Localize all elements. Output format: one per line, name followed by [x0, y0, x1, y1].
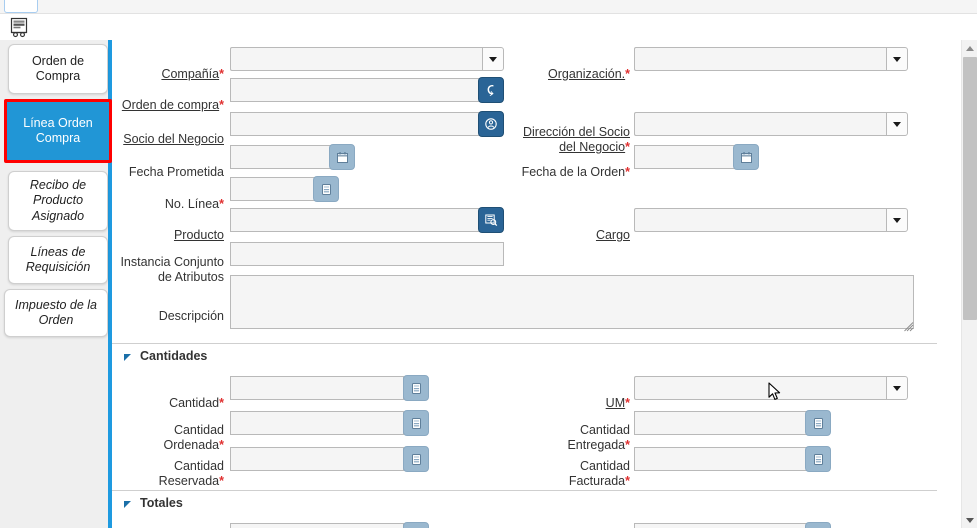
business-partner-icon[interactable] [478, 111, 504, 137]
socio-del-negocio-input[interactable] [230, 112, 482, 136]
sidebar-item-lineas-de-requisicion[interactable]: Líneas de Requisición [8, 236, 108, 284]
label-fecha-de-la-orden: Fecha de la Orden* [521, 165, 630, 179]
label-producto: Producto [173, 228, 224, 242]
calculator-icon[interactable] [805, 446, 831, 472]
label-cargo: Cargo [595, 228, 630, 242]
top-strip [0, 0, 977, 14]
totales-field-right-input[interactable] [634, 523, 808, 528]
calculator-icon[interactable] [313, 176, 339, 202]
calculator-icon[interactable] [805, 522, 831, 528]
product-search-icon[interactable] [478, 207, 504, 233]
label-cantidad: Cantidad* [169, 396, 224, 410]
purchase-order-document-icon[interactable] [9, 17, 30, 38]
label-instancia-conjunto-de-atributos: Instancia Conjunto de Atributos [120, 255, 224, 284]
vertical-scrollbar[interactable] [961, 40, 977, 528]
scroll-down-arrow-icon[interactable] [962, 512, 977, 528]
section-cantidades-title: Cantidades [140, 349, 208, 363]
cantidad-ordenada-input[interactable] [230, 411, 404, 435]
label-organizacion: Organización.* [548, 67, 630, 81]
cantidad-reservada-input[interactable] [230, 447, 404, 471]
no-linea-input[interactable] [230, 177, 315, 201]
sidebar-item-linea-orden-compra[interactable]: Línea Orden Compra [4, 99, 112, 163]
label-cantidad-ordenada: Cantidad Ordenada* [163, 423, 224, 452]
instancia-conjunto-de-atributos-input[interactable] [230, 242, 504, 266]
fecha-prometida-input[interactable] [230, 145, 342, 169]
label-cantidad-reservada: Cantidad Reservada* [158, 459, 224, 488]
compania-input[interactable] [230, 47, 482, 71]
chevron-down-icon[interactable] [482, 47, 504, 71]
calculator-icon[interactable] [403, 375, 429, 401]
toolbar [0, 14, 977, 40]
label-descripcion: Descripción [158, 309, 224, 323]
calculator-icon[interactable] [403, 446, 429, 472]
cantidad-facturada-input[interactable] [634, 447, 808, 471]
chevron-down-icon[interactable] [886, 208, 908, 232]
field-compania[interactable] [230, 47, 504, 71]
calculator-icon[interactable] [403, 410, 429, 436]
cantidad-entregada-input[interactable] [634, 411, 808, 435]
chevron-down-icon[interactable] [886, 112, 908, 136]
producto-input[interactable] [230, 208, 482, 232]
field-direccion-del-socio[interactable] [634, 112, 908, 136]
field-organizacion[interactable] [634, 47, 908, 71]
totales-field-left-input[interactable] [230, 523, 404, 528]
calendar-icon[interactable] [329, 144, 355, 170]
cantidad-input[interactable] [230, 376, 404, 400]
chevron-down-icon[interactable] [886, 47, 908, 71]
direccion-del-socio-input[interactable] [634, 112, 886, 136]
browser-tab-stub[interactable] [4, 0, 38, 13]
sidebar-item-impuesto-de-la-orden[interactable]: Impuesto de la Orden [4, 289, 108, 337]
label-compania: Compañía* [161, 67, 224, 81]
label-um: UM* [605, 396, 630, 410]
fecha-de-la-orden-input[interactable] [634, 145, 746, 169]
label-direccion-del-socio-del-negocio: Dirección del Socio del Negocio* [523, 125, 630, 154]
cargo-input[interactable] [634, 208, 886, 232]
tab-rail: Orden de Compra Línea Orden Compra Recib… [0, 40, 112, 528]
calendar-icon[interactable] [733, 144, 759, 170]
form-area: Compañía* Organización.* Orden de compra… [112, 40, 937, 528]
section-totales-title: Totales [140, 496, 183, 510]
sidebar-item-recibo-producto-asignado[interactable]: Recibo de Producto Asignado [8, 171, 108, 231]
field-um[interactable] [634, 376, 908, 400]
label-cantidad-facturada: Cantidad Facturada* [568, 459, 630, 488]
um-input[interactable] [634, 376, 886, 400]
descripcion-textarea[interactable] [230, 275, 914, 329]
scrollbar-thumb[interactable] [963, 57, 977, 320]
label-fecha-prometida: Fecha Prometida [128, 165, 224, 179]
label-orden-de-compra: Orden de compra* [121, 98, 224, 112]
sidebar-item-orden-de-compra[interactable]: Orden de Compra [8, 44, 108, 94]
section-totales-header[interactable]: Totales [112, 490, 937, 518]
section-cantidades-header[interactable]: Cantidades [112, 343, 937, 371]
label-cantidad-entregada: Cantidad Entregada* [567, 423, 630, 452]
collapse-triangle-icon[interactable] [124, 501, 131, 508]
label-no-linea: No. Línea* [164, 197, 224, 211]
organizacion-input[interactable] [634, 47, 886, 71]
calculator-icon[interactable] [805, 410, 831, 436]
scroll-up-arrow-icon[interactable] [962, 40, 977, 56]
collapse-triangle-icon[interactable] [124, 354, 131, 361]
calculator-icon[interactable] [403, 522, 429, 528]
label-socio-del-negocio: Socio del Negocio [123, 132, 224, 146]
orden-de-compra-input[interactable] [230, 78, 482, 102]
chevron-down-icon[interactable] [886, 376, 908, 400]
field-cargo[interactable] [634, 208, 908, 232]
lookup-record-icon[interactable] [478, 77, 504, 103]
